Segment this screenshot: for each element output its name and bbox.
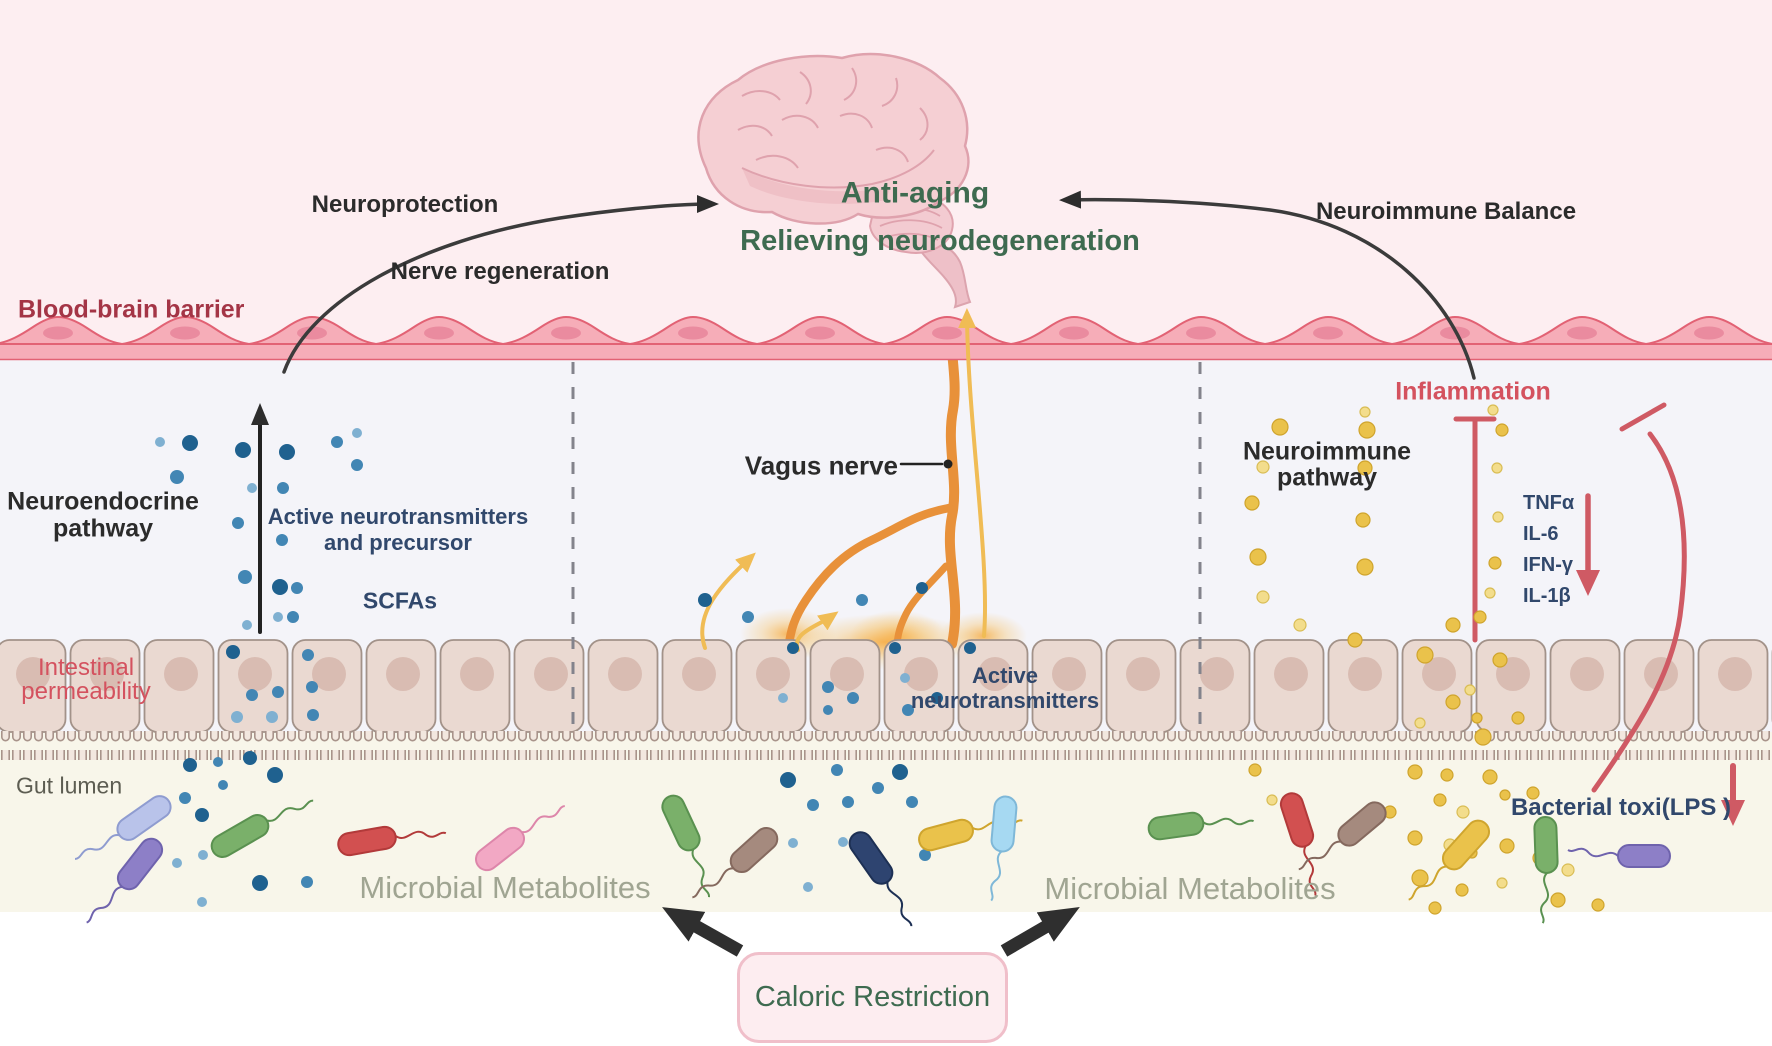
neuroimmune-balance-label: Neuroimmune Balance: [1315, 197, 1577, 225]
intestinal-permeability-label-line2: permeability: [21, 677, 151, 705]
neuroprotection-label: Neuroprotection: [311, 190, 499, 218]
cytokine-il6: IL-6: [1523, 523, 1559, 545]
caloric-restriction-box: Caloric Restriction: [737, 952, 1008, 1043]
microbial-metabolites-left-label: Microbial Metabolites: [359, 869, 651, 905]
cytokine-tnfa: TNFα: [1523, 492, 1575, 514]
anti-aging-label: Anti-aging: [840, 176, 990, 210]
panel-dividers: [571, 362, 1202, 726]
cytokine-ifng: IFN-γ: [1523, 554, 1573, 576]
active-neurotransmitters-center-line1: Active: [971, 662, 1039, 688]
vagus-nerve: [784, 321, 961, 649]
nerve-signal-arrows: [700, 308, 988, 652]
neuroimmune-pathway-label-line1: Neuroimmune: [1242, 437, 1412, 466]
neuroendocrine-pathway-label-line2: pathway: [52, 514, 154, 543]
active-neurotransmitters-center-line2: neurotransmitters: [910, 687, 1100, 713]
metabolite-dots: [155, 428, 976, 907]
vagus-nerve-label: Vagus nerve: [744, 450, 898, 481]
gut-bacteria: [74, 792, 1671, 927]
active-neurotransmitters-precursor-line1: Active neurotransmitters: [267, 503, 529, 529]
caloric-restriction-label: Caloric Restriction: [754, 981, 991, 1013]
blood-brain-barrier-label: Blood-brain barrier: [18, 295, 245, 324]
scfas-label: SCFAs: [362, 587, 438, 614]
active-neurotransmitters-precursor-line2: and precursor: [324, 529, 472, 555]
bacterial-toxin-lps-label: Bacterial toxi(LPS ): [1510, 793, 1732, 821]
microvilli-border: [0, 731, 1772, 760]
microbial-metabolites-right-label: Microbial Metabolites: [1044, 870, 1336, 906]
caloric-restriction-arrows: [662, 906, 1080, 957]
cytokine-il1b: IL-1β: [1523, 585, 1571, 607]
brain-illustration: [697, 52, 972, 309]
cytokine-list: TNFα IL-6 IFN-γ IL-1β: [1523, 492, 1574, 607]
nerve-regeneration-label: Nerve regeneration: [390, 257, 610, 285]
neuroendocrine-pathway-label-line1: Neuroendocrine: [7, 487, 199, 516]
neuroimmune-pathway-label-line2: pathway: [1276, 463, 1378, 492]
intestinal-permeability-label-line1: Intestinal: [37, 653, 135, 681]
pathway-arrows: [251, 190, 1476, 634]
inflammation-label: Inflammation: [1395, 377, 1551, 406]
gut-lumen-label: Gut lumen: [16, 772, 123, 799]
relieving-neurodegeneration-label: Relieving neurodegeneration: [740, 225, 1140, 258]
blood-brain-barrier-cells: [0, 315, 1772, 361]
inflammation-inhibition-arrows: [1453, 402, 1745, 826]
